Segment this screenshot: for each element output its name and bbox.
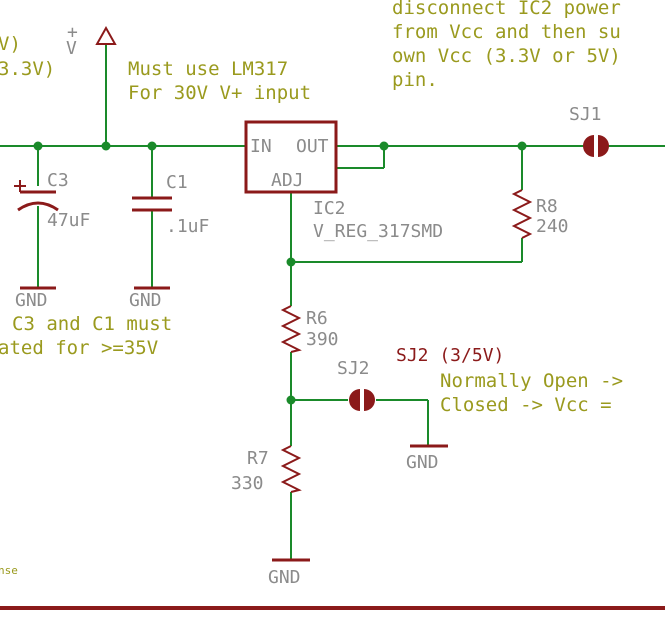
vplus-supply: + V [66, 22, 117, 59]
junction-dot [147, 141, 157, 151]
r7-zigzag [280, 445, 302, 493]
r6-value: 390 [306, 329, 339, 350]
supply-arrow-icon [95, 25, 117, 45]
note-lm317-line: Must use LM317 [128, 58, 288, 80]
gnd-r7: GND [268, 558, 310, 588]
note-top-right-line: own Vcc (3.3V or 5V) [392, 45, 621, 67]
wires [0, 44, 665, 560]
ic2-pin-in: IN [250, 136, 272, 157]
sj2-title: SJ2 (3/5V) [396, 345, 504, 366]
gnd-label: GND [268, 567, 301, 588]
c3-name: C3 [47, 170, 69, 191]
r7-value: 330 [231, 473, 264, 494]
resistor-r8: R8 240 [511, 189, 569, 239]
resistor-r6: R6 390 [280, 305, 339, 353]
note-top-right-line: disconnect IC2 power [392, 0, 621, 19]
note-caps-line: C3 and C1 must [12, 313, 172, 335]
ic2-pin-out: OUT [296, 136, 329, 157]
junction-dot [286, 395, 296, 405]
junctions [33, 141, 527, 405]
junction-dot [33, 141, 43, 151]
resistor-r7: R7 330 [231, 445, 302, 494]
sj2-name: SJ2 [337, 358, 370, 379]
note-lm317-line: For 30V V+ input [128, 82, 311, 104]
junction-dot [517, 141, 527, 151]
note-top-right-line: from Vcc and then su [392, 21, 621, 43]
r6-zigzag [280, 305, 302, 353]
gnd-label: GND [15, 290, 48, 311]
jumper-sj1: SJ1 [569, 104, 609, 157]
note-bottom-left: nse [0, 564, 18, 577]
r7-name: R7 [247, 448, 269, 469]
capacitor-c3: C3 47uF [14, 170, 90, 231]
jumper-sj2: SJ2 SJ2 (3/5V) [337, 345, 504, 411]
ic2-body [244, 120, 338, 194]
note-top-right-line: pin. [392, 69, 438, 91]
ic2-pin-adj: ADJ [271, 170, 304, 191]
gnd-c3: GND [15, 286, 56, 311]
notes: disconnect IC2 power from Vcc and then s… [0, 0, 623, 577]
gnd-label: GND [406, 452, 439, 473]
supply-plus: + [67, 22, 78, 43]
ic2-value: V_REG_317SMD [313, 221, 443, 242]
r8-zigzag [511, 189, 533, 239]
sj2-pad-left [349, 389, 360, 411]
regulator-ic2: IN OUT ADJ IC2 V_REG_317SMD [244, 120, 443, 242]
sj1-pad-left [583, 135, 594, 157]
junction-dot [286, 257, 296, 267]
gnd-sj2: GND [406, 444, 448, 473]
capacitor-c1: C1 .1uF [132, 172, 209, 237]
r8-value: 240 [536, 216, 569, 237]
c1-value: .1uF [166, 216, 209, 237]
r8-name: R8 [536, 196, 558, 217]
junction-dot [379, 141, 389, 151]
junction-dot [101, 141, 111, 151]
note-left-line: 3.3V) [0, 58, 55, 80]
note-sj2-line: Closed -> Vcc = [440, 394, 612, 416]
supply-arrow-label: V [66, 38, 77, 59]
r6-name: R6 [306, 308, 328, 329]
sj1-pad-right [598, 135, 609, 157]
ic2-name: IC2 [313, 198, 346, 219]
note-caps-line: ated for >=35V [0, 337, 158, 359]
c3-value: 47uF [47, 210, 90, 231]
sj2-pad-right [364, 389, 375, 411]
note-sj2-line: Normally Open -> [440, 370, 623, 392]
gnd-label: GND [129, 290, 162, 311]
c1-name: C1 [166, 172, 188, 193]
note-left-line: V) [0, 33, 21, 55]
c3-plate-curved [17, 201, 59, 212]
sj1-name: SJ1 [569, 104, 602, 125]
gnd-c1: GND [129, 286, 170, 311]
